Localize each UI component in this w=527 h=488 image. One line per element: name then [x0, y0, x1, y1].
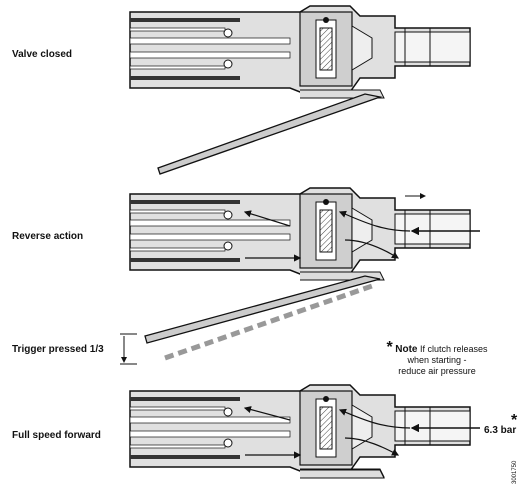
label-trigger-pressed: Trigger pressed 1/3 [12, 344, 104, 355]
note-line3: reduce air pressure [398, 366, 476, 376]
tool-full-speed-forward [129, 384, 480, 479]
trigger-lever [157, 93, 383, 175]
trigger-lever-pressed [144, 275, 381, 344]
tool-reverse-action [129, 187, 480, 361]
document-id: 3001750 [512, 460, 518, 484]
label-full-speed-forward: Full speed forward [12, 430, 101, 441]
label-valve-closed: Valve closed [12, 49, 73, 60]
pressure-value: 6.3 bar [484, 425, 517, 436]
note-box: * Note If clutch releases when starting … [372, 339, 502, 377]
trigger-lever-released-ghost [164, 283, 373, 361]
tool-valve-closed [129, 5, 471, 175]
note-star: * [386, 339, 393, 356]
note-line1: If clutch releases [419, 344, 488, 354]
note-title: Note [395, 344, 418, 355]
pressure-star: * [511, 412, 518, 429]
note-line2: when starting - [407, 355, 467, 365]
label-reverse-action: Reverse action [12, 231, 84, 242]
trigger-travel-indicator [120, 333, 137, 365]
